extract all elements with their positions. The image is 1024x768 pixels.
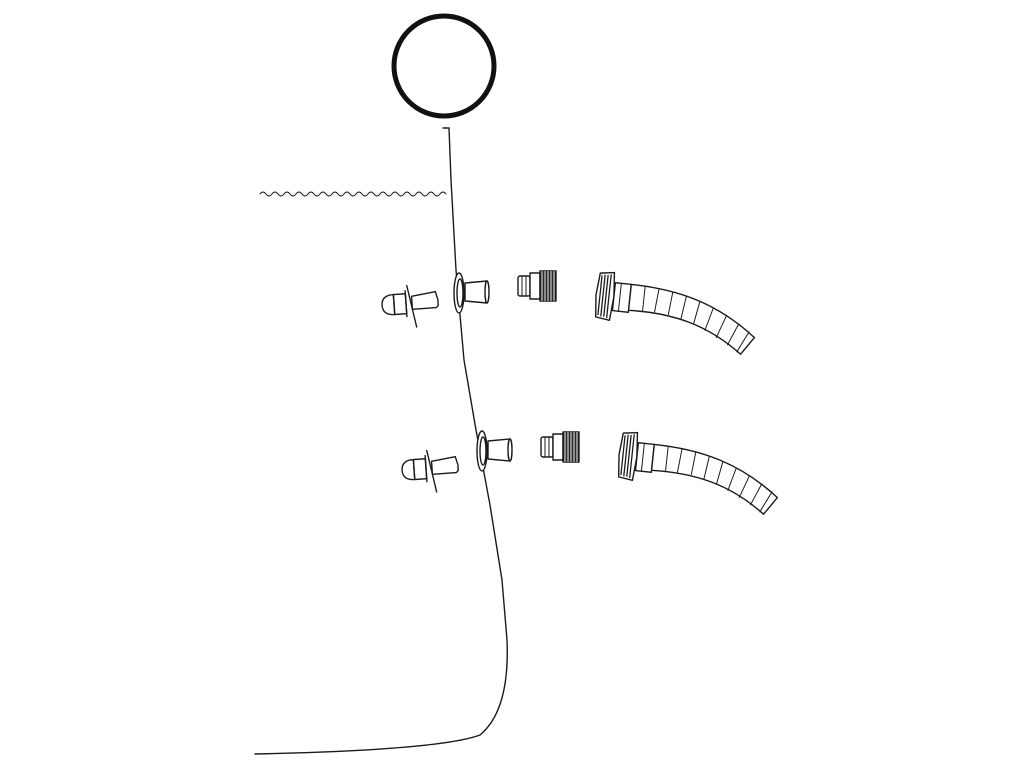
- lower-threaded-adapter: [540, 431, 580, 463]
- pool-frame-top-rail: [391, 13, 497, 119]
- upper-wall-flange: [453, 272, 490, 314]
- lower-strainer: [400, 447, 461, 496]
- upper-strainer: [380, 282, 441, 331]
- lower-wall-flange: [476, 430, 513, 472]
- pool-liner-wall: [254, 127, 508, 755]
- upper-threaded-adapter: [517, 270, 557, 302]
- water-level: [259, 191, 447, 197]
- lower-hose-with-nut: [613, 430, 784, 517]
- upper-hose-with-nut: [590, 270, 761, 357]
- upper-outlet-assembly: [380, 270, 761, 357]
- lower-inlet-assembly: [400, 430, 784, 517]
